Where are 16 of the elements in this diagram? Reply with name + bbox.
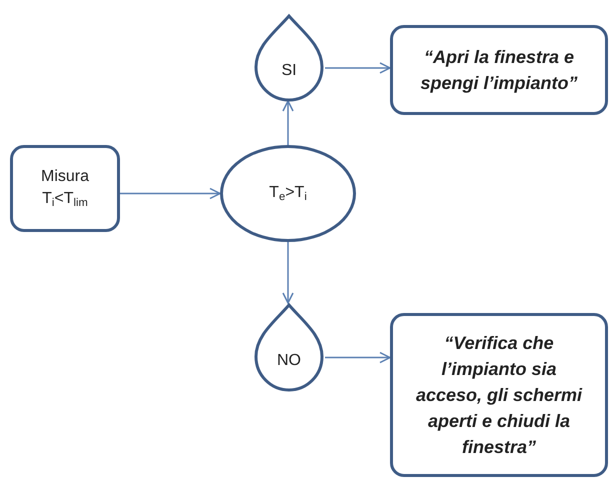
arrow	[282, 100, 294, 145]
arrow	[325, 62, 391, 74]
node-text: Misura T$_{i}$<T$_{lim}$	[40, 166, 90, 211]
node-text: “Apri la finestra e spengi l’impianto”	[419, 46, 578, 95]
drop-shape	[253, 303, 325, 391]
node-text: “Verifica che l’impianto sia acceso, gli schermi aperti e chiudi la finestra”	[414, 332, 584, 460]
process-box	[390, 25, 608, 115]
drop-shape	[253, 14, 325, 101]
arrow	[120, 188, 221, 200]
process-box	[390, 313, 608, 477]
node-text: SI	[281, 61, 297, 82]
process-box	[10, 145, 120, 232]
node-text: NO	[277, 350, 301, 371]
arrow	[282, 242, 294, 304]
node-text: T$_{e}$>T$_{i}$	[269, 182, 307, 205]
arrow	[325, 352, 391, 364]
